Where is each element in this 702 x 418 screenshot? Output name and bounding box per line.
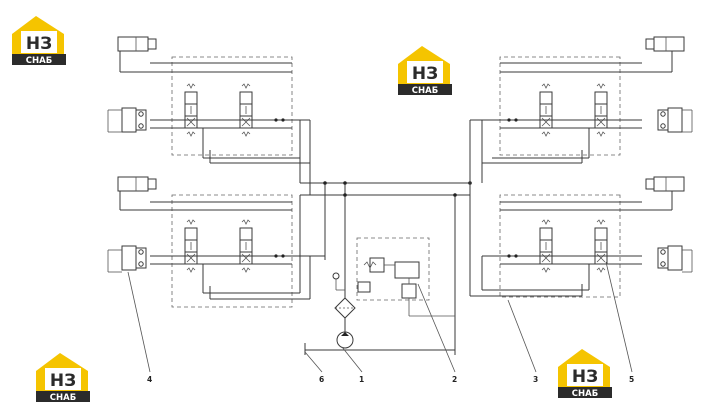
watermark-logo: НЗ СНАБ [12,16,66,66]
section-upper-left [107,36,311,195]
logo-subtitle: СНАБ [572,389,598,399]
leader-lines [127,261,633,373]
watermark-logo: НЗ СНАБ [558,349,612,399]
callout-6: 6 [319,375,324,384]
section-upper-right [469,36,693,195]
callout-2: 2 [452,375,457,384]
logo-subtitle: СНАБ [26,56,52,66]
main-manifold [300,181,472,355]
section-lower-right [469,176,693,298]
logo-subtitle: СНАБ [50,393,76,403]
section-lower-left [107,176,325,308]
callout-1: 1 [359,375,364,384]
watermark-logo: НЗ СНАБ [36,353,90,403]
relief-valve-block [356,237,455,317]
logo-letters: НЗ [26,34,52,54]
watermark-logo: НЗ СНАБ [398,46,452,96]
pump-unit [332,272,371,349]
callouts: 4 6 1 2 3 5 [147,375,634,384]
logo-subtitle: СНАБ [412,86,438,96]
logo-letters: НЗ [50,371,76,391]
callout-4: 4 [147,375,152,384]
logo-letters: НЗ [572,367,598,387]
logo-letters: НЗ [412,64,438,84]
callout-3: 3 [533,375,538,384]
callout-5: 5 [629,375,634,384]
